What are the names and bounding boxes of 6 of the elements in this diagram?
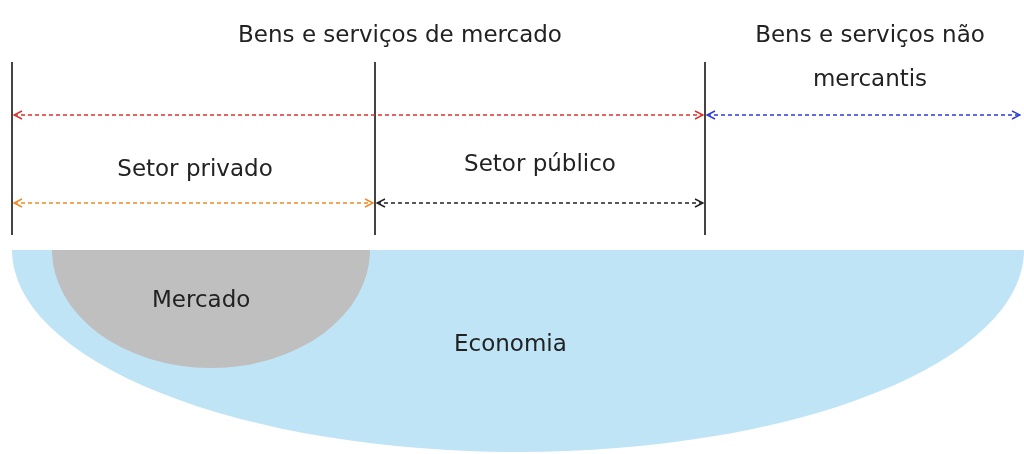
region-label: Economia xyxy=(454,330,567,356)
span-label: Setor público xyxy=(463,149,617,178)
span-label: Bens e serviços de mercado xyxy=(237,20,563,49)
region-label: Mercado xyxy=(152,286,251,312)
span-label: Setor privado xyxy=(116,154,274,183)
span-label: Bens e serviços não mercantis xyxy=(754,20,986,93)
